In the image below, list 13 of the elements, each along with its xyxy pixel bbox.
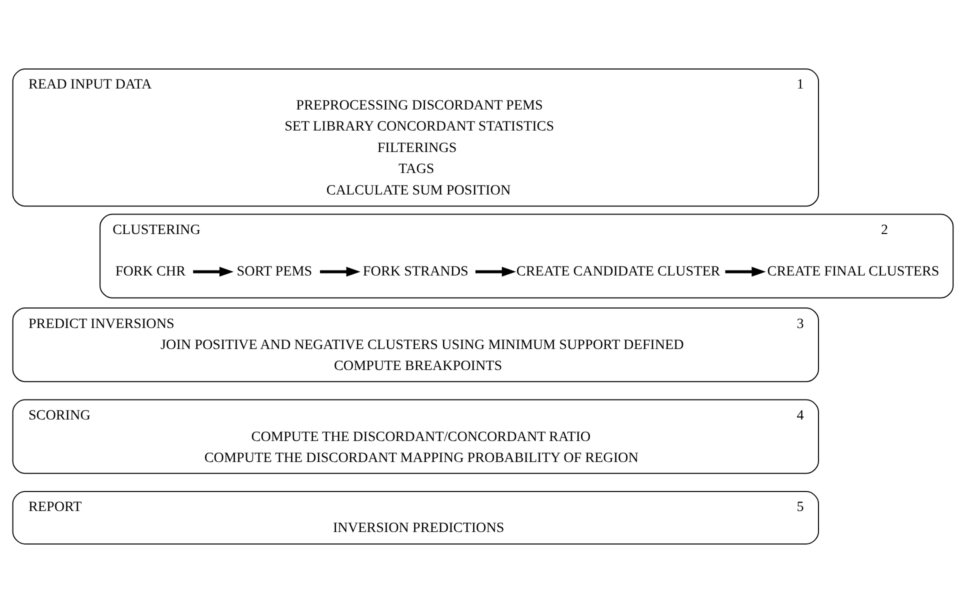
arrow bbox=[475, 266, 516, 277]
node-box: REPORT 5 INVERSION PREDICTIONS bbox=[12, 491, 819, 544]
node-text: CREATE FINAL CLUSTERS bbox=[767, 263, 940, 280]
node-text: FORK STRANDS bbox=[362, 263, 468, 280]
arrow bbox=[725, 266, 766, 277]
node-text: CREATE CANDIDATE CLUSTER bbox=[516, 263, 720, 280]
node-box: SCORING 4 COMPUTE THE DISCORDANT/CONCORDANT RATIO COMPUTE THE DISCORDANT MAPPING PROBABILITY OF REGION bbox=[12, 399, 819, 474]
node-box: READ INPUT DATA 1 PREPROCESSING DISCORDANT PEMS SET LIBRARY CONCORDANT STATISTICS FILTERINGS TAGS CALCULATE SUM POSITION bbox=[12, 68, 819, 207]
arrow bbox=[320, 266, 360, 277]
arrow bbox=[193, 266, 234, 277]
node-box: PREDICT INVERSIONS 3 JOIN POSITIVE AND NEGATIVE CLUSTERS USING MINIMUM SUPPORT DEFINED COMPUTE BREAKPOINTS bbox=[12, 308, 819, 382]
node-text: SORT PEMS bbox=[236, 263, 312, 280]
node-text: FORK CHR bbox=[115, 263, 186, 280]
